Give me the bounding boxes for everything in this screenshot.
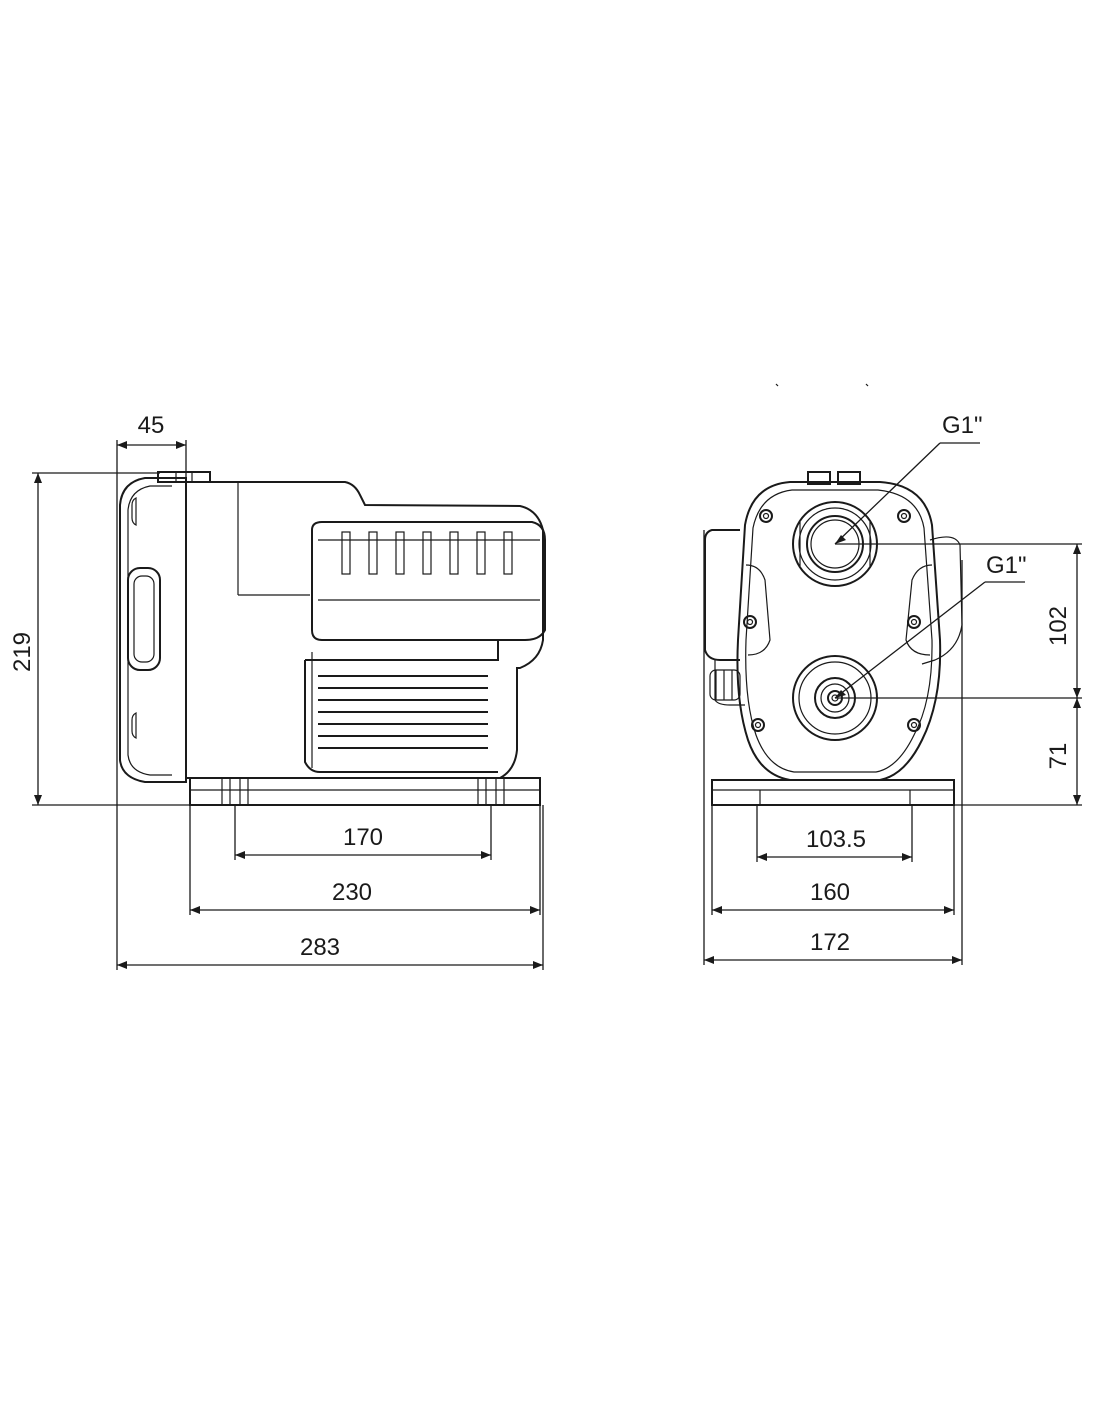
dim-label-219: 219 [9, 632, 36, 672]
dim-label-103-5: 103.5 [806, 826, 866, 853]
top-nozzle [157, 471, 211, 483]
dimension-102: 102 [835, 543, 1082, 699]
casing-bolts [743, 509, 921, 732]
dimension-170: 170 [234, 805, 492, 860]
front-terminal-box [704, 529, 740, 661]
motor-cooling-fins [318, 675, 488, 749]
dim-label-172: 172 [810, 929, 850, 956]
dim-label-160: 160 [810, 879, 850, 906]
label-upper-thread: G1" [942, 412, 983, 439]
foot-hole-right [477, 777, 505, 806]
pump-head-outline [119, 477, 187, 783]
foot-hole-left [221, 777, 249, 806]
cable-gland [709, 669, 741, 701]
front-top-nozzle-left [807, 471, 831, 485]
dimension-283: 283 [116, 478, 544, 970]
dimension-172: 172 [703, 530, 963, 965]
dim-label-230: 230 [332, 879, 372, 906]
leader-upper-thread: G1" [834, 412, 983, 545]
control-box [311, 521, 546, 641]
control-box-ribs [341, 531, 513, 575]
dim-label-45: 45 [138, 412, 165, 439]
label-lower-thread: G1" [986, 552, 1027, 579]
dimension-103-5: 103.5 [756, 805, 913, 862]
dimension-230: 230 [189, 805, 541, 915]
motor-section [304, 640, 499, 773]
dimension-219: 219 [9, 472, 190, 806]
dim-label-283: 283 [300, 934, 340, 961]
front-casing-outline [736, 481, 942, 781]
motor-body-outline [186, 481, 544, 779]
dimension-160: 160 [711, 805, 955, 915]
dim-label-170: 170 [343, 824, 383, 851]
dimension-71: 71 [954, 698, 1082, 806]
dim-label-102: 102 [1045, 606, 1072, 646]
front-view: G1" G1" 102 71 [703, 383, 1082, 965]
side-handle [127, 567, 161, 671]
front-base [711, 779, 955, 806]
dim-label-71: 71 [1045, 743, 1072, 770]
front-side-bracket [921, 536, 963, 665]
side-view: 45 219 170 230 [9, 412, 546, 970]
side-base [189, 777, 541, 806]
front-top-nozzle-right [837, 471, 861, 485]
leader-lower-thread: G1" [834, 552, 1027, 699]
dimension-45: 45 [116, 412, 187, 478]
